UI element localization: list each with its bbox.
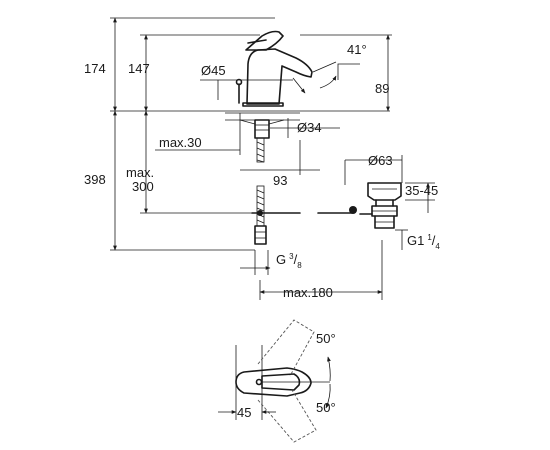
label-height-lower-a: max. <box>126 165 154 180</box>
label-waste-range: 35-45 <box>405 183 438 198</box>
label-pull-rod-max: max.180 <box>283 285 333 300</box>
label-aerator-diameter: Ø45 <box>201 63 226 78</box>
label-plan-offset: 45 <box>237 405 251 420</box>
label-spout-angle: 41° <box>347 42 367 57</box>
label-height-lower-b: 300 <box>132 179 154 194</box>
label-deck-thickness: max.30 <box>159 135 202 150</box>
label-height-bottom: 398 <box>84 172 106 187</box>
faucet-plan-view <box>218 319 331 443</box>
dimension-lines <box>110 17 435 300</box>
label-hole-diameter: Ø34 <box>297 120 322 135</box>
label-waste-diameter: Ø63 <box>368 153 393 168</box>
label-height-total: 174 <box>84 61 106 76</box>
label-spout-reach: 89 <box>375 81 389 96</box>
label-flex-hose: 93 <box>273 173 287 188</box>
pull-rod <box>251 206 357 216</box>
waste-assembly <box>359 182 402 229</box>
label-height-spout: 147 <box>128 61 150 76</box>
dimension-labels: 174 147 Ø45 41° 89 Ø34 max.30 398 max. 3… <box>84 42 440 420</box>
faucet-side-view <box>225 30 313 245</box>
label-lever-angle-bottom: 50° <box>316 400 336 415</box>
label-lever-angle-top: 50° <box>316 331 336 346</box>
